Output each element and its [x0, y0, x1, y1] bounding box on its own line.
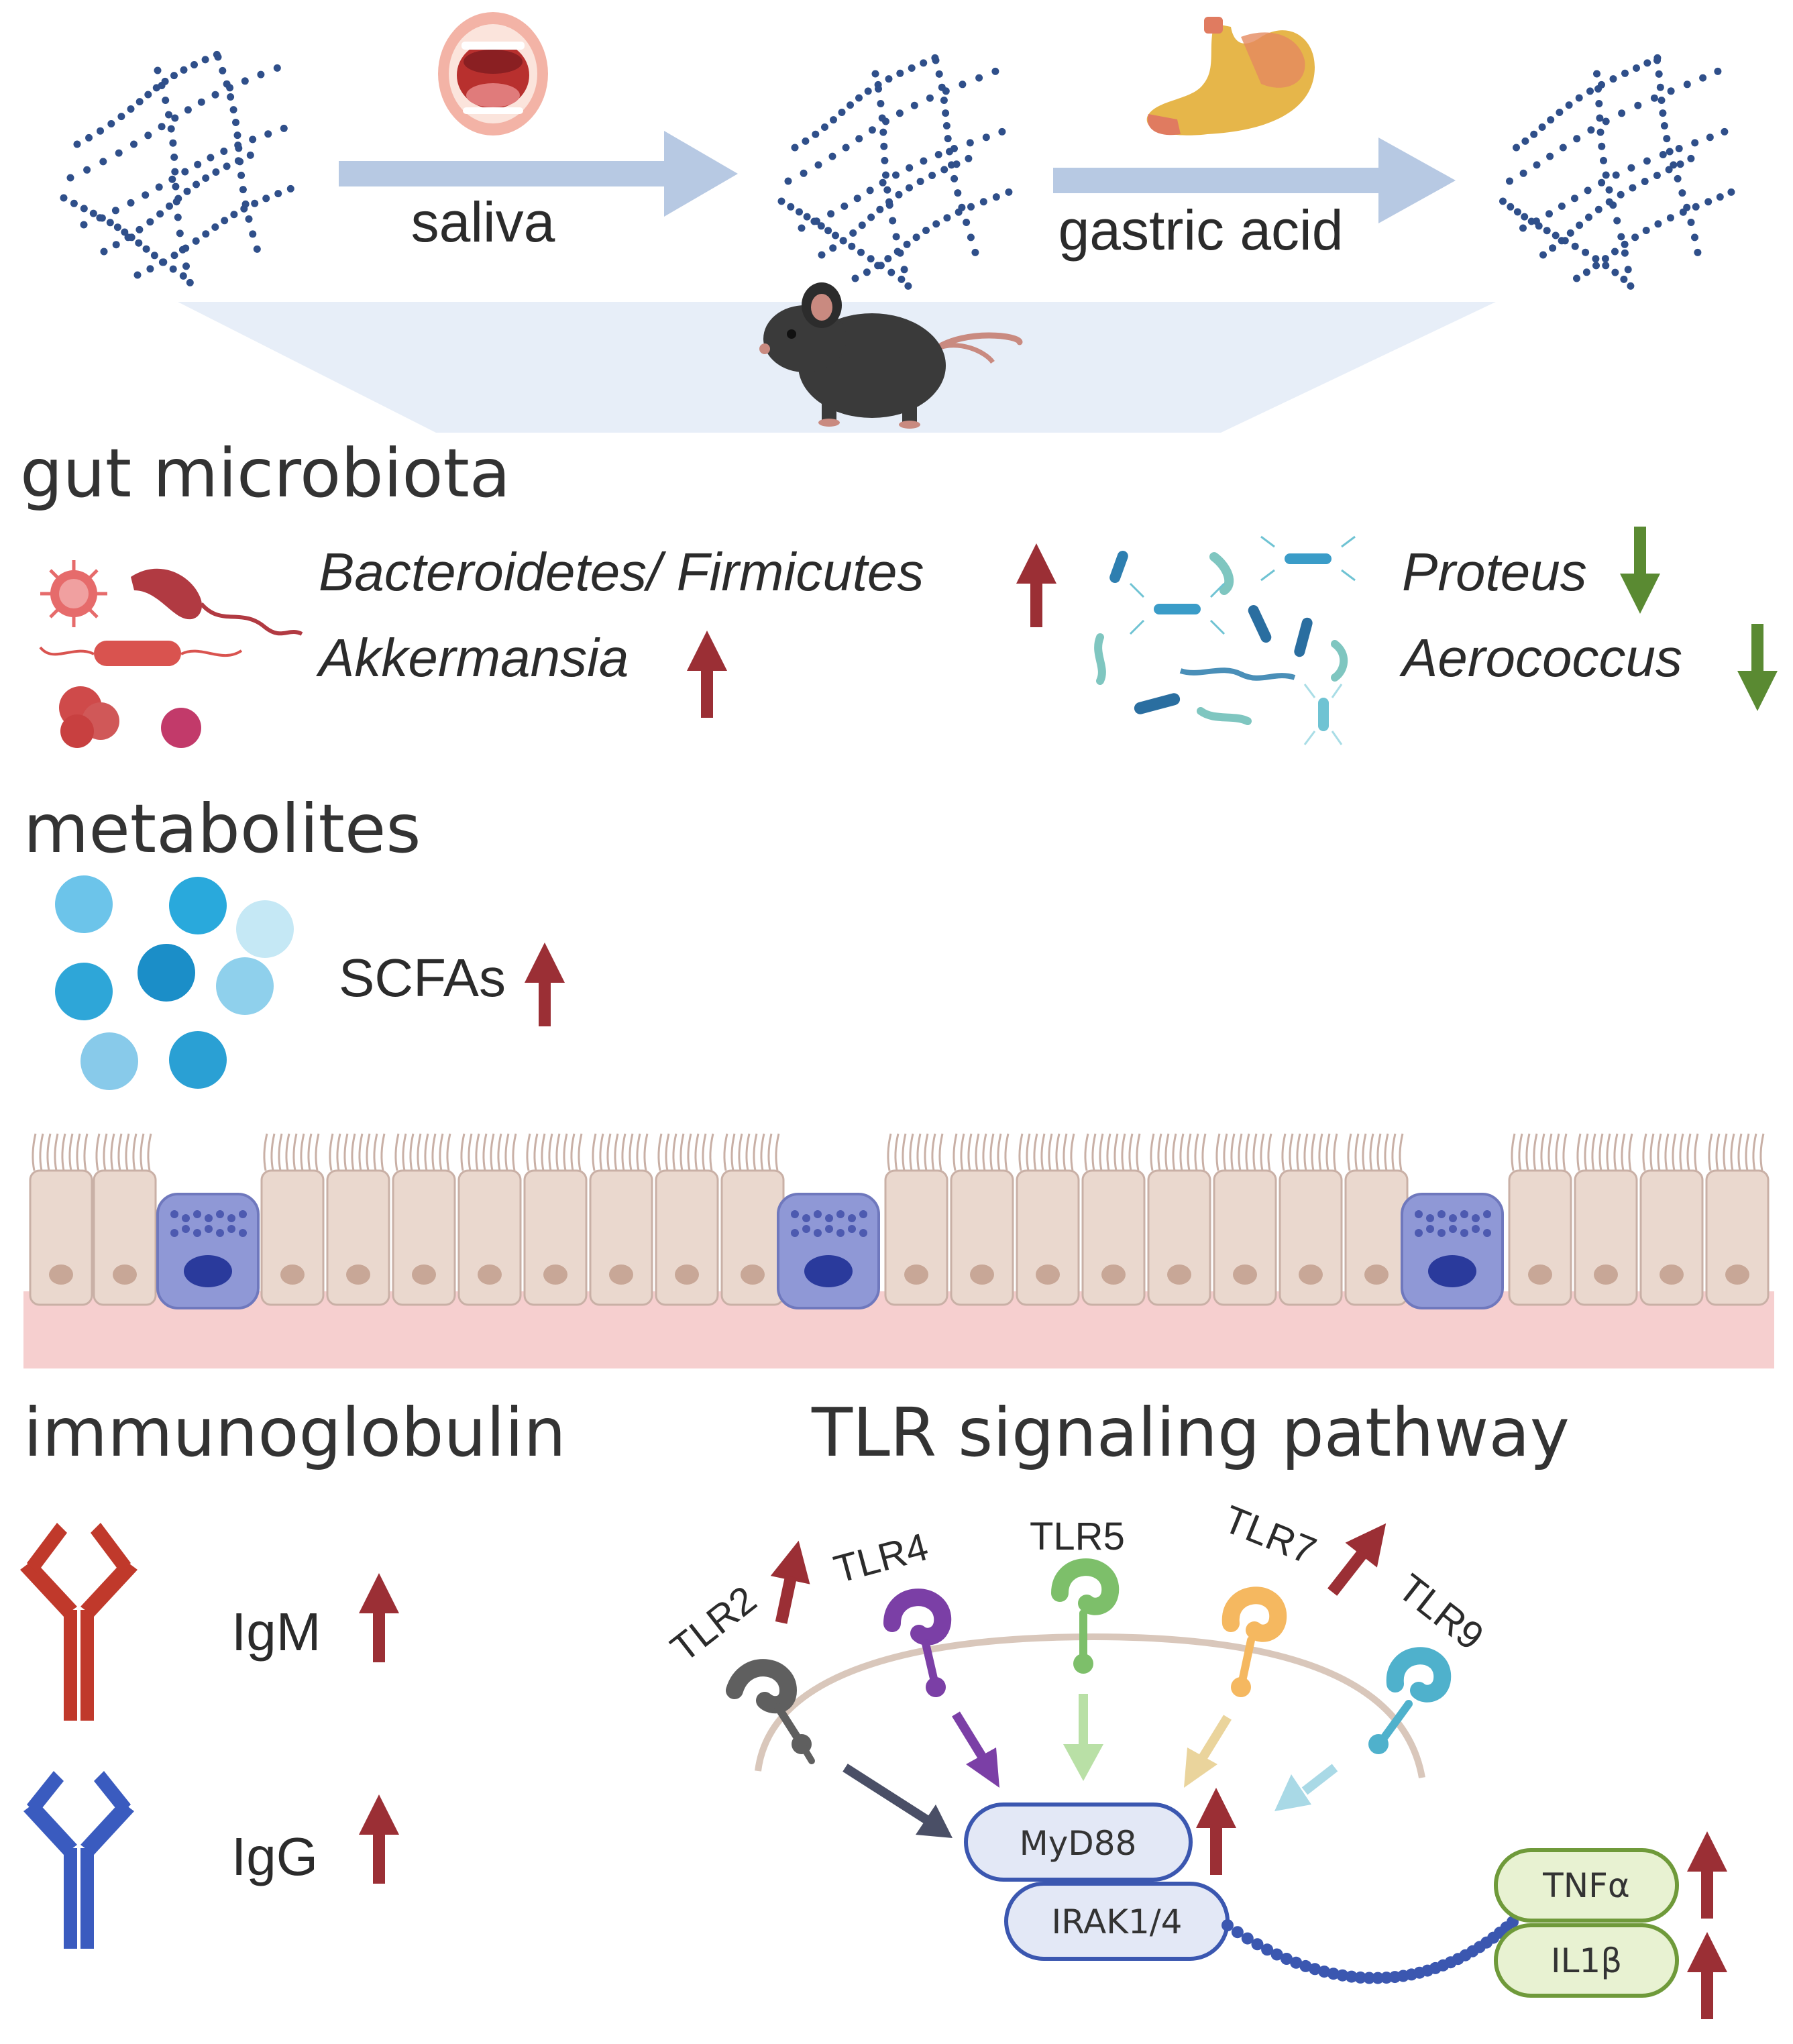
tlr5-receptor-icon	[1051, 1558, 1120, 1674]
tlr7-receptor-icon	[1221, 1586, 1287, 1697]
section-title-metabolites: metabolites	[23, 790, 421, 868]
down-arrow-aerococcus	[1737, 624, 1778, 711]
bacteria-cluster-left-icon	[39, 560, 303, 748]
up-arrow-bacteroidetes-firmicutes	[1016, 543, 1056, 627]
epithelial-cell	[260, 1133, 325, 1306]
section-title-gut-microbiota: gut microbiota	[20, 434, 510, 513]
igm-antibody-icon	[20, 1523, 138, 1721]
increased-taxa-list: Bacteroidetes/ Firmicutes Akkermansia	[316, 542, 924, 688]
tlr9-receptor-icon	[1368, 1647, 1452, 1754]
tnfa-node: TNFα	[1494, 1848, 1679, 1923]
tlr7-label: TLR7	[1217, 1497, 1322, 1573]
tlr4-signal-arrow	[952, 1711, 999, 1788]
ig-igg-label: IgG	[231, 1827, 318, 1886]
up-arrow-myd88	[1196, 1788, 1236, 1875]
epithelial-cell	[1016, 1133, 1080, 1306]
epithelial-cell	[589, 1133, 653, 1306]
tlr4-label: TLR4	[830, 1525, 933, 1591]
section-title-tlr-pathway: TLR signaling pathway	[811, 1393, 1570, 1472]
epithelial-cell	[1147, 1133, 1211, 1306]
epithelial-cell	[720, 1133, 785, 1306]
goblet-cell	[777, 1193, 880, 1309]
tlr2-signal-arrow	[843, 1764, 953, 1838]
taxon-bacteroidetes-firmicutes: Bacteroidetes/ Firmicutes	[319, 542, 924, 602]
epithelial-cell	[1279, 1133, 1343, 1306]
epithelial-cell	[655, 1133, 719, 1306]
ig-igm-label: IgM	[231, 1602, 321, 1662]
metabolite-scfas: SCFAs	[339, 948, 506, 1008]
tlr5-signal-arrow	[1063, 1694, 1103, 1781]
taxon-proteus: Proteus	[1402, 542, 1587, 602]
tlr4-receptor-icon	[883, 1589, 952, 1697]
decreased-taxa-list: Proteus Aerococcus	[1399, 542, 1682, 688]
goblet-cell	[1401, 1193, 1504, 1309]
goblet-cell	[156, 1193, 260, 1309]
up-arrow-igm	[359, 1573, 399, 1662]
epithelial-cell	[326, 1133, 390, 1306]
epithelial-cell	[29, 1133, 93, 1306]
epithelial-cell	[457, 1133, 522, 1306]
igg-antibody-icon	[23, 1771, 134, 1949]
epithelial-cell	[1508, 1133, 1572, 1306]
stomach-icon	[1146, 17, 1315, 136]
up-arrow-il1b	[1687, 1932, 1727, 2019]
cell-membrane-arc	[755, 1633, 1425, 1778]
tlr2-receptor-icon	[726, 1659, 815, 1764]
tlr7-signal-arrow	[1184, 1715, 1232, 1788]
tlr9-label: TLR9	[1390, 1566, 1492, 1659]
epithelial-cell	[392, 1133, 456, 1306]
up-arrow-scfas	[525, 943, 565, 1026]
mouth-icon	[438, 12, 548, 136]
myd88-node: MyD88	[964, 1803, 1193, 1882]
tlr2-label: TLR2	[663, 1578, 765, 1671]
gastric-acid-arrow	[1053, 138, 1456, 223]
epithelial-cell	[1344, 1133, 1409, 1306]
gastric-acid-label: gastric acid	[1058, 199, 1344, 262]
metabolite-molecules-icon	[55, 875, 294, 1090]
up-arrow-tlr7	[1327, 1523, 1387, 1596]
epithelial-cell	[93, 1133, 157, 1306]
saliva-label: saliva	[411, 191, 555, 254]
section-title-immunoglobulin: immunoglobulin	[23, 1393, 566, 1472]
tlr5-label: TLR5	[1030, 1515, 1125, 1558]
down-arrow-proteus	[1620, 527, 1660, 614]
saliva-arrow	[339, 131, 738, 217]
epithelial-cell	[1574, 1133, 1638, 1306]
irak-node: IRAK1/4	[1004, 1882, 1230, 1961]
polysaccharide-group	[60, 50, 1735, 290]
epithelial-cell	[884, 1133, 948, 1306]
myd88-label: MyD88	[1020, 1824, 1137, 1863]
il1b-label: IL1β	[1551, 1941, 1622, 1980]
signaling-chain	[1221, 1916, 1519, 1984]
polysaccharide-icon	[60, 50, 294, 286]
epithelial-cell	[1213, 1133, 1277, 1306]
polysaccharide-icon	[1499, 54, 1735, 290]
epithelial-cell	[1639, 1133, 1704, 1306]
up-arrow-tnfa	[1687, 1831, 1727, 1919]
up-arrow-tlr2	[770, 1540, 810, 1624]
irak-label: IRAK1/4	[1052, 1902, 1183, 1941]
polysaccharide-icon	[777, 54, 1013, 290]
up-arrow-igg	[359, 1794, 399, 1884]
mouse-icon	[759, 282, 1023, 429]
epithelial-cell	[950, 1133, 1014, 1306]
epithelial-cell	[1081, 1133, 1146, 1306]
il1b-node: IL1β	[1494, 1923, 1679, 1998]
bacteria-cluster-right-icon	[1094, 535, 1356, 745]
tnfa-label: TNFα	[1542, 1866, 1630, 1905]
tlr9-signal-arrow	[1274, 1764, 1338, 1811]
intestinal-epithelium	[23, 1133, 1774, 1368]
taxon-akkermansia: Akkermansia	[316, 628, 629, 688]
taxon-aerococcus: Aerococcus	[1399, 628, 1682, 688]
up-arrow-akkermansia	[687, 631, 727, 718]
epithelial-cell	[523, 1133, 588, 1306]
epithelial-cell	[1705, 1133, 1770, 1306]
